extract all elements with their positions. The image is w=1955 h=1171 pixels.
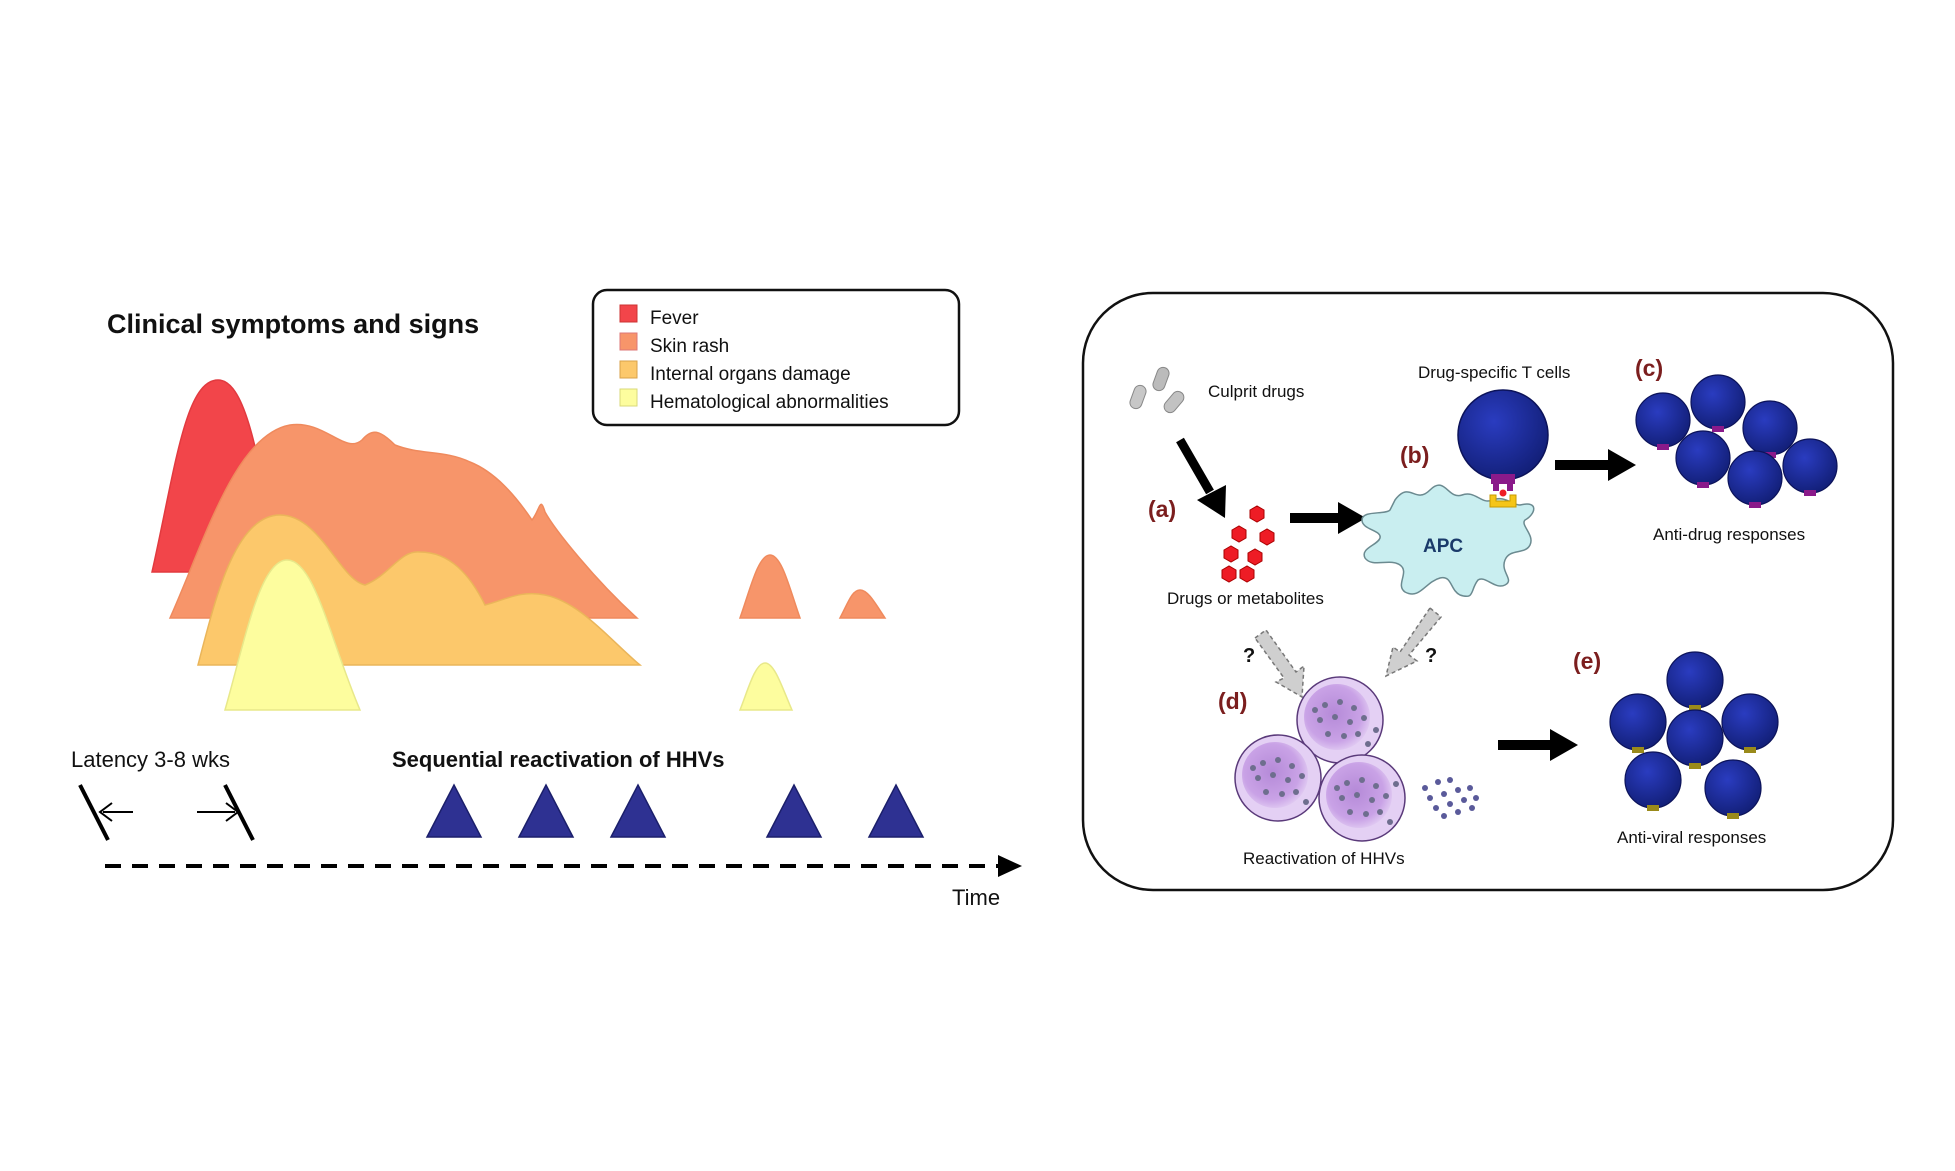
t-cell <box>1782 438 1838 496</box>
infected-cell <box>1318 754 1406 842</box>
infected-cell <box>1296 676 1384 764</box>
uncertain-arrow-left <box>1253 628 1305 699</box>
legend: Fever Skin rash Internal organs damage H… <box>591 288 961 427</box>
t-cell <box>1690 374 1746 432</box>
drug-metabolite-hexagons-icon <box>1221 505 1275 583</box>
legend-label-internal-organs: Internal organs damage <box>650 364 851 385</box>
t-cell <box>1721 693 1779 753</box>
t-cell <box>1635 392 1691 450</box>
t-cell <box>1704 759 1762 819</box>
question-mark-left: ? <box>1243 645 1255 667</box>
anti-viral-t-cell-cluster <box>1609 651 1779 819</box>
t-cell <box>1666 709 1724 769</box>
hhv-triangle <box>867 783 925 838</box>
legend-box <box>591 288 961 427</box>
step-label-c: (c) <box>1635 355 1663 381</box>
time-axis-arrowhead <box>998 855 1022 877</box>
legend-label-fever: Fever <box>650 308 699 329</box>
skin-rash-wave-2 <box>738 554 802 619</box>
step-label-a: (a) <box>1148 496 1176 522</box>
anti-viral-responses-label: Anti-viral responses <box>1617 828 1766 847</box>
infected-cell <box>1234 734 1322 822</box>
legend-swatch-fever <box>619 304 638 323</box>
clinical-course-panel: Clinical symptoms and signs Fever Skin r… <box>71 288 1022 910</box>
hhv-triangle <box>517 783 575 838</box>
drugs-or-metabolites-label: Drugs or metabolites <box>1167 589 1324 608</box>
drug-specific-t-cells-label: Drug-specific T cells <box>1418 363 1570 382</box>
symptom-waves <box>151 379 887 711</box>
hhv-triangle <box>425 783 483 838</box>
tcr-receptor <box>1491 474 1515 484</box>
legend-label-skin-rash: Skin rash <box>650 336 729 357</box>
infected-cells <box>1234 676 1406 842</box>
t-cell <box>1727 450 1783 508</box>
latency-marker-end <box>197 784 255 841</box>
hhv-triangle <box>609 783 667 838</box>
step-label-b: (b) <box>1400 442 1429 468</box>
step-label-d: (d) <box>1218 688 1247 714</box>
legend-swatch-hematological <box>619 388 638 407</box>
anti-drug-t-cell-cluster <box>1635 374 1838 508</box>
mechanism-panel: Culprit drugs (a) Drugs or metabolites (… <box>1081 291 1895 892</box>
t-cell <box>1666 651 1724 711</box>
hhv-triangles <box>425 783 925 838</box>
culprit-to-drugs-arrow <box>1176 437 1214 495</box>
legend-label-hematological: Hematological abnormalities <box>650 392 889 413</box>
t-cell <box>1624 751 1682 811</box>
latency-marker-start <box>78 784 133 841</box>
latency-label: Latency 3-8 wks <box>71 747 230 772</box>
legend-swatch-internal-organs <box>619 360 638 379</box>
t-cell <box>1675 430 1731 488</box>
hematological-wave <box>224 559 362 711</box>
clinical-title: Clinical symptoms and signs <box>107 309 479 339</box>
anti-drug-responses-label: Anti-drug responses <box>1653 525 1805 544</box>
free-virions <box>1422 777 1479 819</box>
culprit-drugs-label: Culprit drugs <box>1208 382 1304 401</box>
culprit-drug-capsules-icon <box>1129 366 1185 414</box>
reactivation-label: Sequential reactivation of HHVs <box>392 747 725 772</box>
skin-rash-wave-3 <box>838 589 887 619</box>
step-label-e: (e) <box>1573 648 1601 674</box>
time-label: Time <box>952 885 1000 910</box>
t-cell <box>1609 693 1667 753</box>
hhv-triangle <box>765 783 823 838</box>
apc-cell <box>1361 484 1535 597</box>
apc-label: APC <box>1423 536 1463 557</box>
reactivation-of-hhvs-label: Reactivation of HHVs <box>1243 849 1405 868</box>
question-mark-right: ? <box>1425 645 1437 667</box>
hematological-wave-2 <box>738 662 794 711</box>
drug-specific-t-cell <box>1457 389 1549 481</box>
mhc-drug-complex <box>1489 494 1517 508</box>
legend-swatch-skin-rash <box>619 332 638 351</box>
uncertain-arrow-right <box>1384 606 1443 678</box>
